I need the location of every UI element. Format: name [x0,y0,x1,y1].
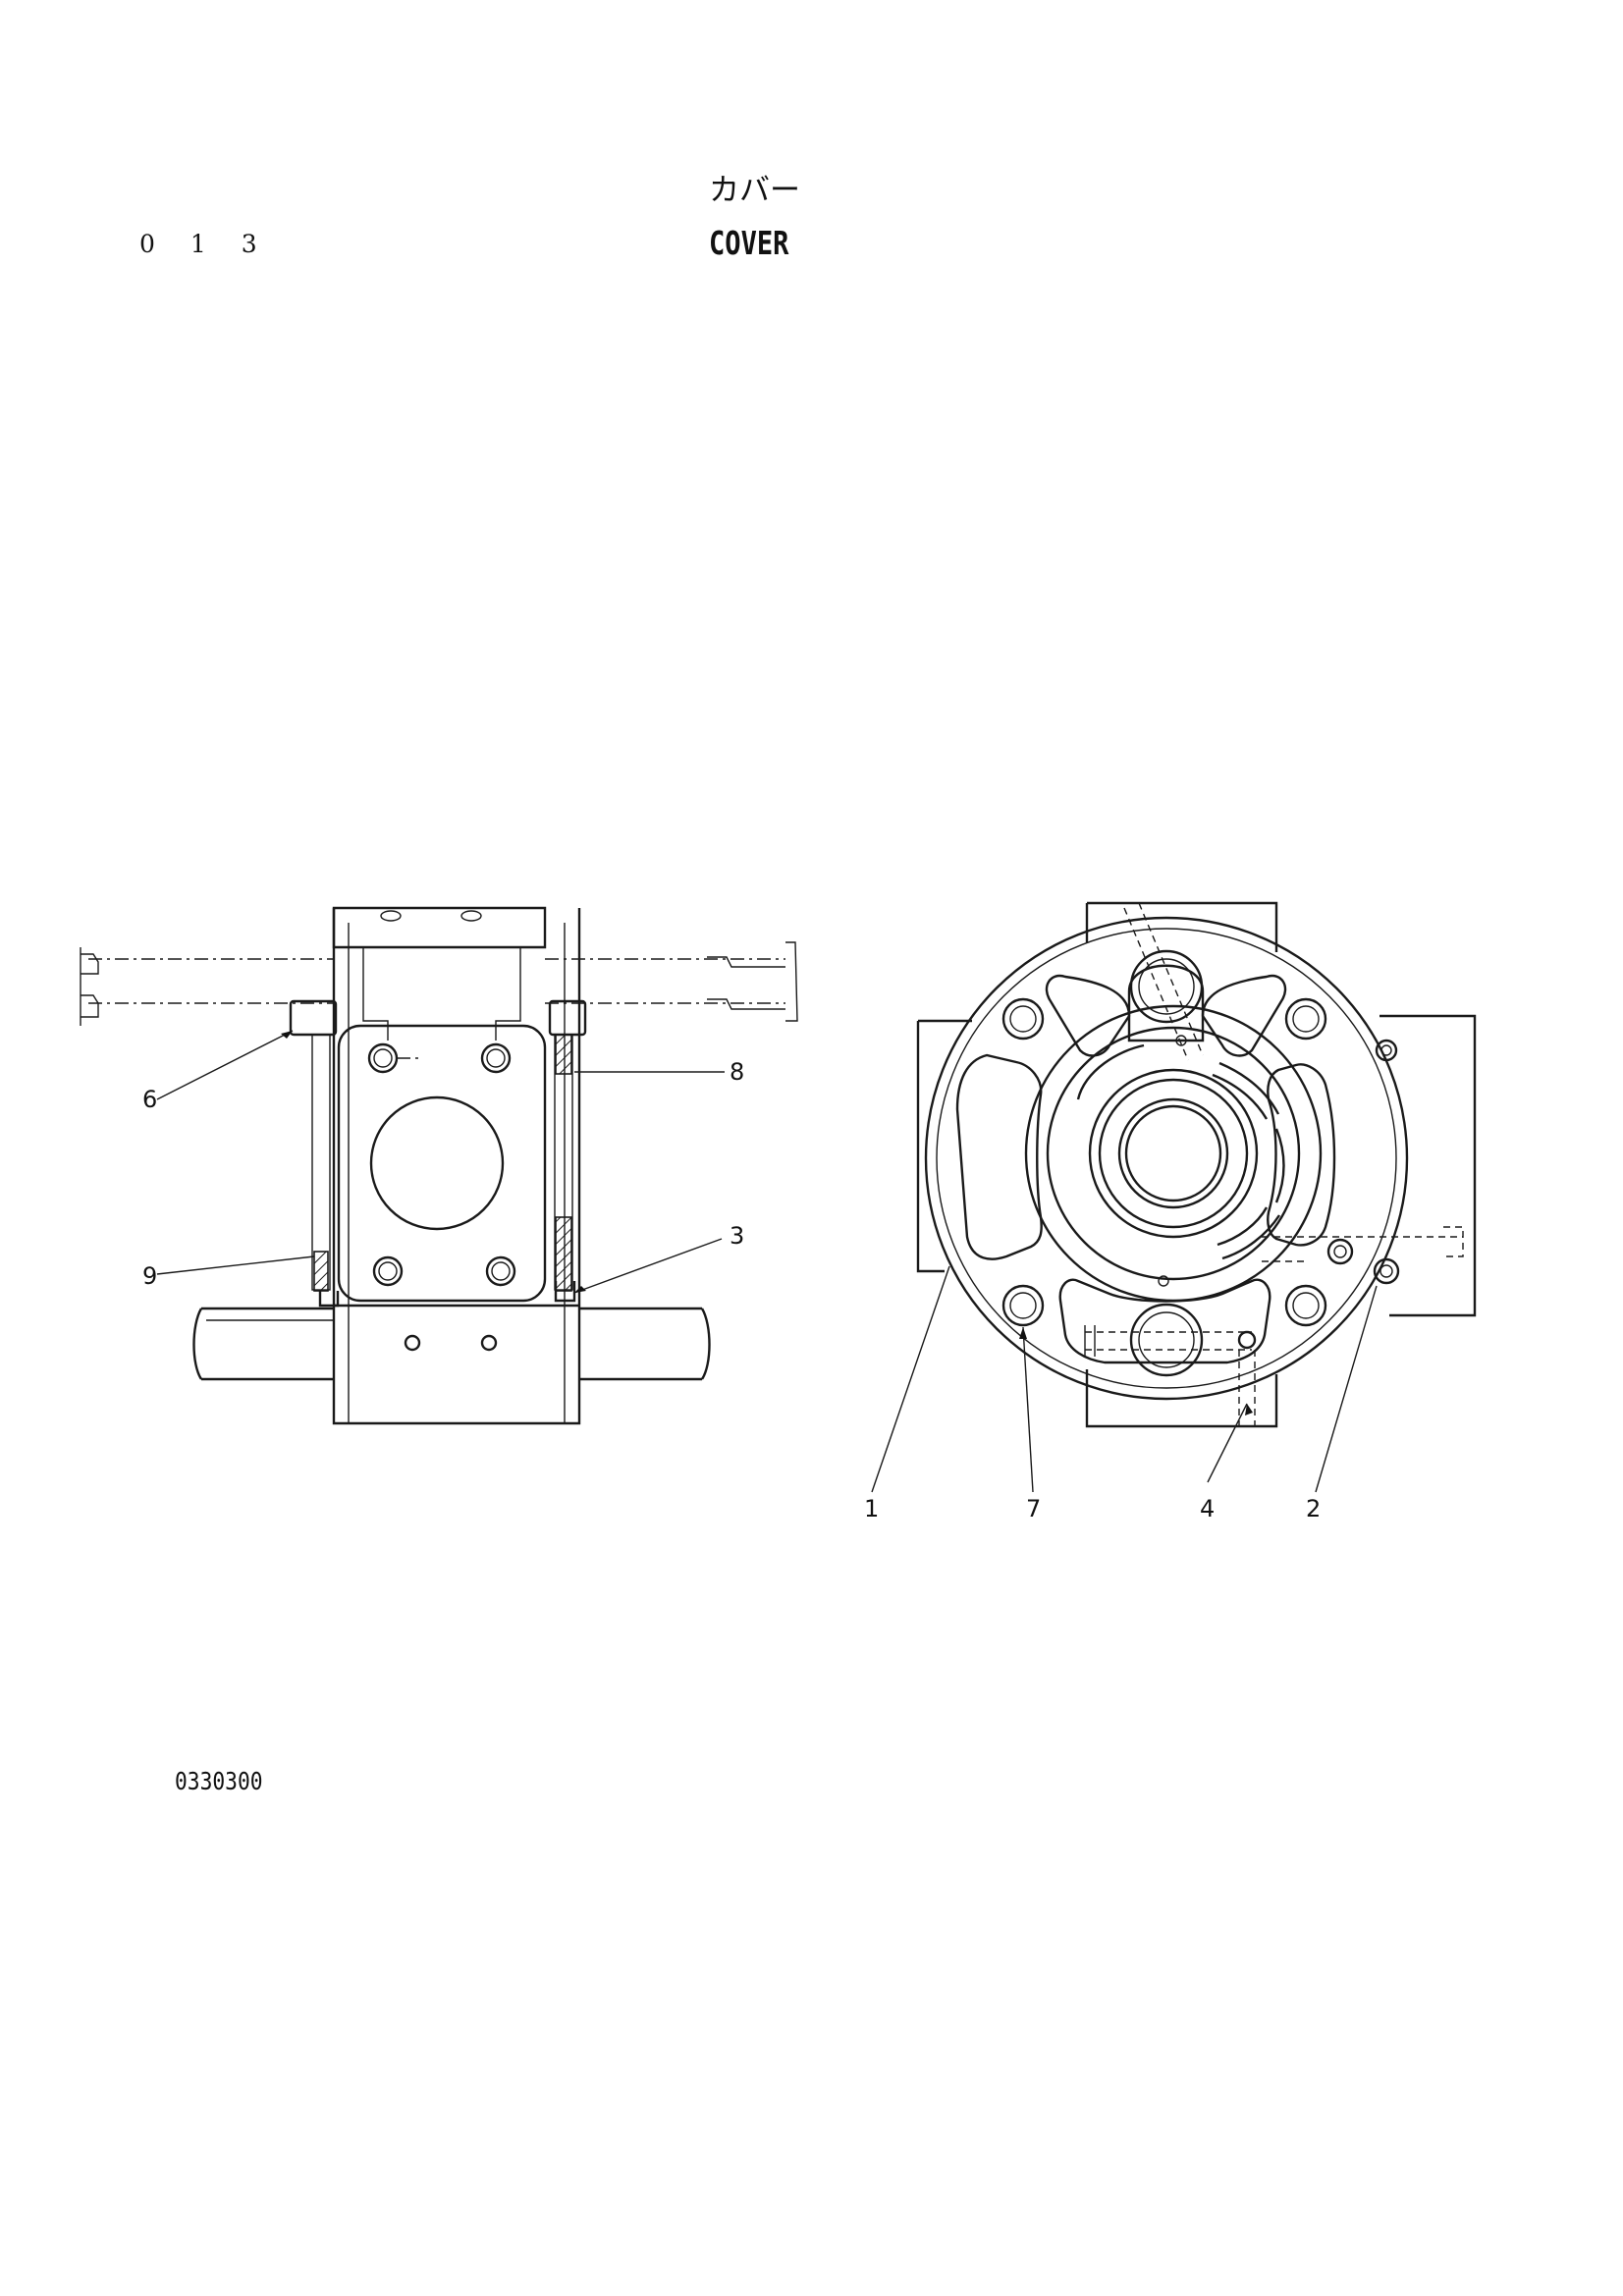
callout-3: 3 [730,1222,744,1250]
inner-ring [1024,1004,1323,1303]
spacer-8-bottom [555,1216,572,1292]
lower-shaft [192,1304,711,1381]
spacer-8-top [555,1034,572,1075]
port-upper [1127,964,1205,1042]
nut-left [289,999,338,1037]
housing-top [1087,901,1278,952]
leader-7 [1022,1326,1034,1493]
flange-bolt [1001,997,1045,1041]
cover-bore [369,1095,505,1231]
callout-2: 2 [1306,1495,1321,1522]
callout-1: 1 [864,1495,879,1522]
main-body [332,908,581,1425]
callout-6: 6 [142,1086,157,1113]
page-number: 0 1 3 [139,230,271,258]
port-upper-left [1045,974,1131,1057]
center-bore [1117,1097,1229,1209]
callout-7: 7 [1026,1495,1041,1522]
bolt-hole [367,1042,399,1074]
side-view [80,906,798,1425]
port-left [955,1053,1043,1260]
title-japanese: カバー [709,173,800,208]
spacer-9 [313,1251,329,1292]
leader-3 [573,1238,723,1294]
cover-plate [337,1024,547,1303]
flange-outer [924,916,1409,1401]
upper-shaft [80,941,798,1026]
leader-1 [871,1265,950,1493]
leader-2 [1315,1285,1378,1493]
top-block [332,906,547,949]
boss-bottom [1129,1303,1204,1377]
callout-4: 4 [1200,1495,1215,1522]
boss-top [1129,949,1204,1024]
drawing-code: 0330300 [175,1767,263,1795]
bearing-ring [1088,1068,1259,1239]
callout-8: 8 [730,1058,744,1086]
leader-9 [156,1255,315,1275]
leader-4 [1207,1403,1248,1483]
front-view [871,901,1477,1493]
leader-6 [156,1030,294,1100]
callout-9: 9 [142,1262,157,1290]
title-english: COVER [709,224,789,262]
